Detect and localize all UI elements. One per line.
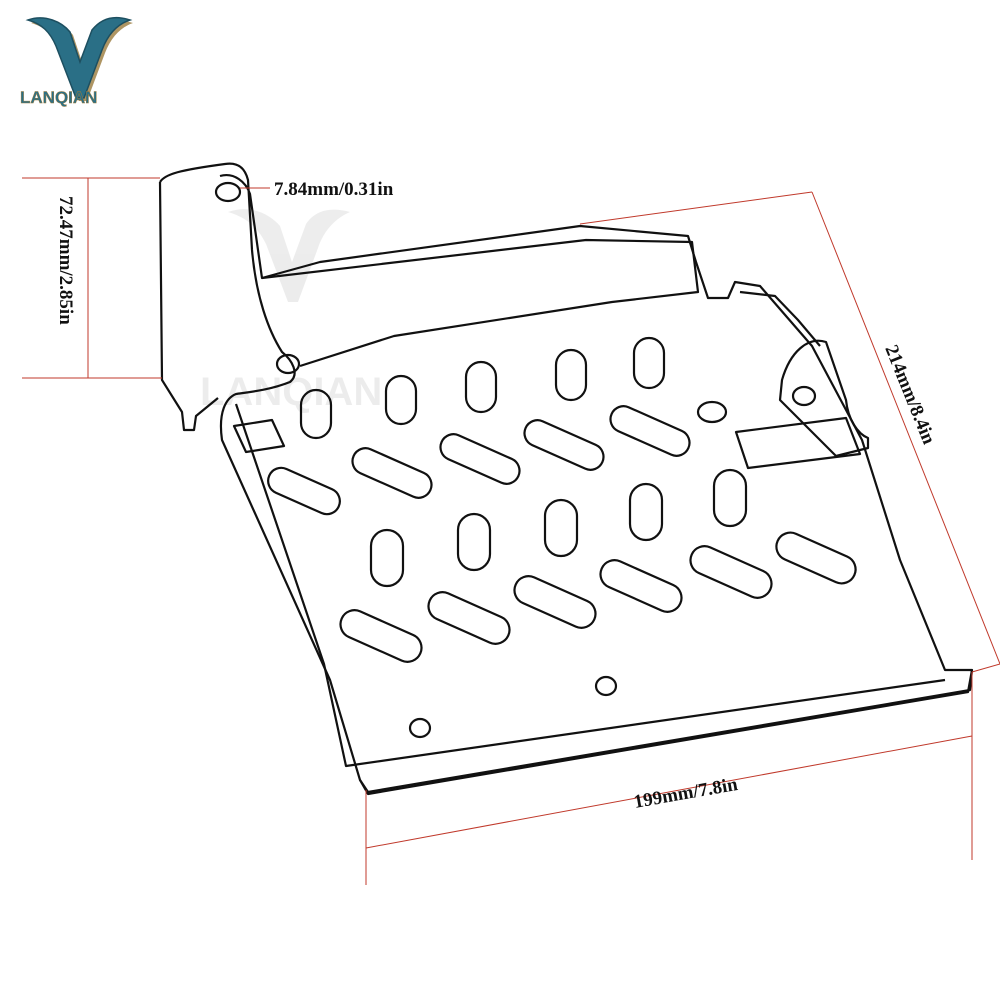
mount-hole-bottom-left (408, 717, 432, 739)
plate-right-tab (778, 339, 870, 458)
brand-name: LANQIAN (20, 88, 97, 107)
vslot (464, 360, 498, 414)
plate-left-flange (158, 181, 219, 432)
dslot (439, 433, 521, 485)
dimension-lines (22, 177, 1000, 885)
plate-left-cutout (232, 418, 286, 454)
vslot (384, 374, 418, 426)
dslot (267, 466, 341, 516)
dslot (427, 591, 511, 645)
length-ext-bottom (971, 663, 1000, 673)
dslot (339, 609, 423, 663)
mount-hole-bottom-center (594, 675, 618, 697)
watermark: LANQIAN (200, 209, 382, 414)
plate-outer-contour (159, 162, 974, 794)
plate-bottom-flange (359, 669, 974, 796)
diagonal-slots (267, 405, 857, 663)
mount-hole-right-tab (791, 385, 817, 407)
dslot (689, 545, 773, 599)
watermark-text: LANQIAN (200, 370, 382, 414)
hole-diameter-label: 7.84mm/0.31in (274, 179, 394, 200)
dslot (775, 531, 857, 585)
length-dim-line (811, 191, 1000, 665)
vslot (456, 512, 492, 572)
mount-hole-upper-left (275, 353, 301, 375)
vslot-small (696, 400, 728, 424)
plate-top-ridge (261, 238, 700, 368)
length-label: 214mm/8.4in (880, 342, 939, 448)
vslot (369, 528, 405, 588)
vslot (712, 468, 748, 528)
width-label: 199mm/7.8in (632, 774, 740, 813)
length-ext-top (579, 191, 813, 225)
dslot (599, 559, 683, 613)
plate-right-shoulder (739, 290, 821, 347)
width-dim-line (365, 735, 973, 849)
plate-inner-contour (234, 403, 946, 768)
plate-right-cutout (734, 416, 862, 470)
dslot (351, 447, 433, 499)
brand-logo: LANQIAN (20, 16, 133, 107)
vslot (632, 336, 666, 390)
dslot (523, 419, 605, 471)
vslot (543, 498, 579, 558)
vslot (299, 388, 333, 440)
dslot (513, 575, 597, 629)
dslot (609, 405, 691, 457)
logo-v-icon (25, 16, 133, 99)
height-label: 72.47mm/2.85in (55, 196, 76, 325)
vertical-slots (299, 336, 748, 588)
vslot (554, 348, 588, 402)
mount-hole-top-left (214, 181, 242, 203)
vslot (628, 482, 664, 542)
skid-plate (158, 162, 974, 796)
